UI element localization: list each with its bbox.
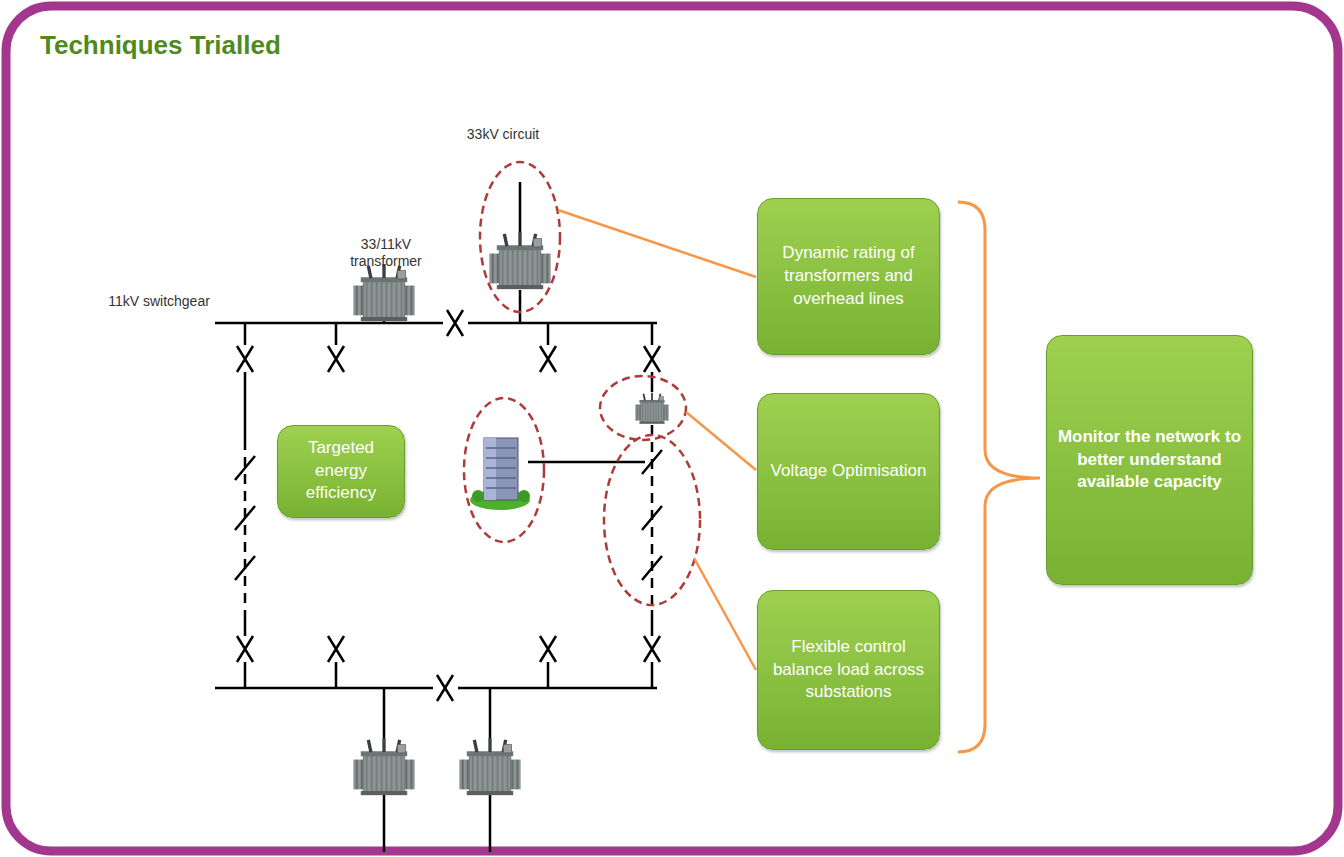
component-label: 33kV circuit <box>462 126 544 143</box>
box-text: Dynamic rating of transformers and overh… <box>768 242 929 311</box>
box-text: Flexible control balance load across sub… <box>768 636 929 705</box>
transformer-icon <box>635 393 668 424</box>
technique-box: Targeted energy efficiency <box>277 425 405 518</box>
transformer-icon <box>489 232 550 289</box>
leader-line <box>558 210 756 670</box>
frame <box>6 6 1338 851</box>
technique-box: Voltage Optimisation <box>757 393 940 550</box>
technique-box: Flexible control balance load across sub… <box>757 590 940 750</box>
highlight-ellipse <box>464 162 700 605</box>
building-icon <box>470 438 530 510</box>
box-text: Targeted energy efficiency <box>288 437 394 506</box>
network-lines <box>215 182 662 852</box>
page-title: Techniques Trialled <box>40 30 281 61</box>
technique-box: Dynamic rating of transformers and overh… <box>757 198 940 355</box>
transformer-icon <box>353 264 414 321</box>
component-label: 33/11kV transformer <box>330 236 442 270</box>
grouping-brace <box>958 202 1040 752</box>
box-text: Monitor the network to better understand… <box>1057 426 1242 495</box>
box-text: Voltage Optimisation <box>771 460 927 483</box>
transformer-icon <box>459 738 520 795</box>
component-label: 11kV switchgear <box>105 293 213 310</box>
transformer-icon <box>353 738 414 795</box>
technique-box: Monitor the network to better understand… <box>1046 335 1253 585</box>
